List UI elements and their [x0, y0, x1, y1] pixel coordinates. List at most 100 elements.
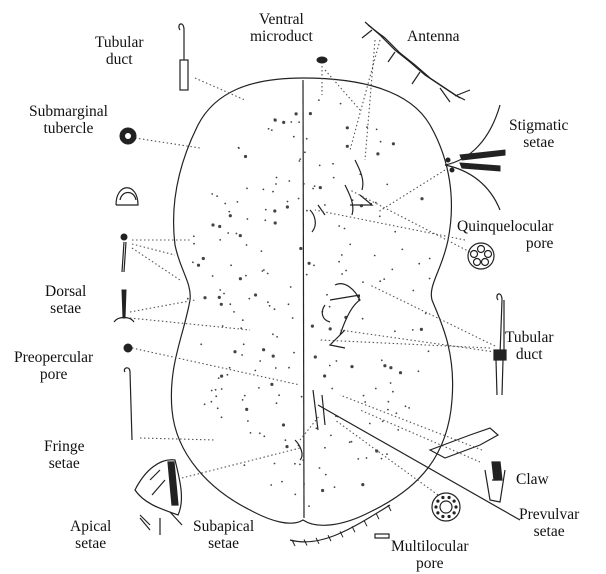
body-dot: [247, 420, 249, 422]
body-dot: [218, 377, 220, 379]
body-dot: [366, 457, 368, 459]
body-dot: [262, 270, 264, 272]
body-dot: [299, 158, 301, 160]
body-dot: [229, 367, 231, 369]
body-dot: [223, 293, 225, 295]
body-dot: [418, 263, 420, 265]
body-dot: [187, 298, 189, 300]
body-dot: [303, 483, 305, 485]
body-dot: [341, 254, 343, 256]
body-dot: [228, 211, 230, 213]
ventral-microduct-icon: [317, 57, 327, 63]
body-dot: [274, 308, 276, 310]
body-dot: [236, 233, 238, 235]
body-dot: [220, 303, 223, 306]
body-dot: [261, 250, 263, 252]
body-dot: [224, 203, 226, 205]
body-dot: [227, 232, 229, 234]
body-dot: [338, 261, 340, 263]
body-dot: [211, 223, 214, 226]
body-dot: [215, 395, 217, 397]
body-dot: [262, 348, 265, 351]
body-dot: [331, 388, 333, 390]
body-dot: [229, 303, 231, 305]
body-dot: [269, 305, 271, 307]
multilocular-loculus: [448, 515, 451, 518]
body-dot: [392, 391, 394, 393]
body-dot: [357, 458, 359, 460]
body-dot: [216, 195, 218, 197]
body-dot: [275, 367, 277, 369]
body-dot: [323, 374, 326, 377]
body-dot: [227, 374, 229, 376]
body-dot: [369, 423, 371, 425]
body-dot: [380, 141, 382, 143]
body-dot: [274, 221, 277, 224]
apical-setae-marks: [140, 518, 160, 535]
body-dot: [334, 486, 336, 488]
body-dot: [274, 119, 277, 122]
body-dot: [306, 274, 308, 276]
body-dot: [302, 459, 304, 461]
body-dot: [299, 464, 301, 466]
body-dot: [376, 152, 379, 155]
body-dot: [285, 439, 287, 441]
claw-icon: [430, 428, 505, 502]
body-dot: [293, 136, 295, 138]
body-dot: [319, 165, 321, 167]
body-dot: [350, 365, 353, 368]
body-dot: [282, 121, 285, 124]
body-dot: [273, 209, 276, 212]
body-dot: [311, 325, 314, 328]
small-seta-icon: [375, 534, 389, 538]
body-dot: [381, 458, 383, 460]
body-dot: [245, 408, 248, 411]
body-dot: [319, 467, 321, 469]
body-dot: [263, 435, 265, 437]
label-stigmatic-setae: Stigmaticsetae: [509, 117, 568, 151]
body-dot: [192, 261, 194, 263]
body-dot: [304, 151, 306, 153]
body-dot: [312, 188, 314, 190]
multilocular-loculus: [436, 500, 439, 503]
body-dot: [381, 359, 383, 361]
body-dot: [386, 184, 388, 186]
body-dot: [212, 275, 214, 277]
body-dot: [263, 189, 265, 191]
body-dot: [340, 103, 342, 105]
body-dot: [239, 234, 242, 237]
body-dot: [247, 218, 249, 220]
subapical-setae-marks: [292, 505, 391, 546]
body-dot: [242, 399, 244, 401]
body-dot: [259, 432, 261, 434]
body-dot: [215, 389, 217, 391]
body-dot: [324, 447, 326, 449]
body-dot: [298, 198, 300, 200]
body-dot: [290, 121, 292, 123]
body-dot: [219, 289, 221, 291]
body-dot: [254, 370, 256, 372]
multilocular-loculus: [454, 505, 457, 508]
body-dot: [241, 354, 243, 356]
body-dot: [429, 278, 431, 280]
body-dot: [418, 370, 420, 372]
body-dot: [218, 296, 221, 299]
label-claw: Claw: [516, 471, 549, 488]
body-dot: [349, 441, 351, 443]
body-dot: [379, 215, 381, 217]
body-dot: [259, 360, 261, 362]
body-dot: [345, 270, 347, 272]
body-dot: [333, 177, 335, 179]
body-dot: [276, 336, 278, 338]
body-dot: [263, 269, 265, 271]
body-dot: [387, 409, 389, 411]
body-dot: [299, 160, 301, 162]
body-dot: [221, 416, 223, 418]
stigmatic-setae-icon: [445, 105, 505, 210]
tubular-duct-icon: [179, 24, 188, 90]
body-dot: [364, 401, 366, 403]
body-dot: [412, 329, 414, 331]
body-dot: [309, 112, 312, 115]
body-dot: [272, 355, 275, 358]
